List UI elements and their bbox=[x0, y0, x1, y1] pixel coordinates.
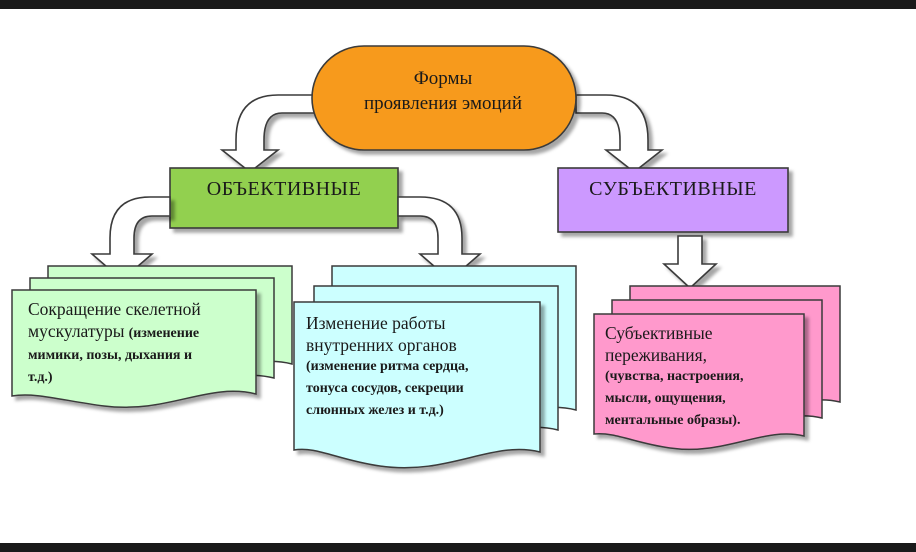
doc-stack-muscle bbox=[11, 265, 293, 408]
doc-experience-line5: ментальные образы). bbox=[605, 413, 741, 428]
subjective-label: СУБЪЕКТИВНЫЕ bbox=[589, 178, 757, 200]
doc-experience-text: Субъективные переживания, (чувства, наст… bbox=[605, 322, 805, 432]
root-title: Формы bbox=[413, 68, 473, 89]
doc-experience-line1: Субъективные bbox=[605, 323, 713, 343]
root-label: Формы проявления эмоций bbox=[318, 66, 568, 116]
arrow-root-to-subjective bbox=[575, 94, 665, 174]
doc-experience-line2: переживания, bbox=[605, 345, 708, 365]
arrow-root-to-objective bbox=[219, 94, 319, 174]
doc-organs-text: Изменение работы внутренних органов (изм… bbox=[306, 312, 538, 422]
arrow-subjective-to-experience bbox=[661, 235, 719, 290]
doc-stack-experience bbox=[593, 285, 841, 451]
doc-muscle-line4: т.д.) bbox=[28, 370, 53, 385]
doc-stack-organs bbox=[293, 265, 577, 469]
doc-organs-line4: тонуса сосудов, секреции bbox=[306, 381, 464, 396]
objective-label: ОБЪЕКТИВНЫЕ bbox=[206, 178, 362, 200]
doc-organs-line1: Изменение работы bbox=[306, 313, 446, 333]
doc-organs-line3: (изменение ритма сердца, bbox=[306, 359, 469, 374]
doc-organs-line2: внутренних органов bbox=[306, 335, 457, 355]
doc-experience-line4: мысли, ощущения, bbox=[605, 391, 726, 406]
bottom-border bbox=[0, 543, 916, 552]
doc-muscle-line2: мускулатуры bbox=[28, 321, 125, 341]
doc-muscle-line2-detail: (изменение bbox=[128, 326, 200, 341]
root-box bbox=[311, 45, 577, 151]
doc-muscle-text: Сокращение скелетной мускулатуры (измене… bbox=[28, 298, 258, 389]
doc-muscle-line3: мимики, позы, дыхания и bbox=[28, 348, 193, 363]
doc-muscle-line1: Сокращение скелетной bbox=[28, 299, 201, 319]
top-border bbox=[0, 0, 916, 9]
doc-muscle-line2-wrap: мускулатуры (изменение bbox=[28, 320, 258, 345]
subjective-box bbox=[557, 167, 789, 233]
doc-organs-line5: слюнных желез и т.д.) bbox=[306, 403, 444, 418]
root-subtitle: проявления эмоций bbox=[363, 93, 523, 114]
doc-experience-line3: (чувства, настроения, bbox=[605, 369, 744, 384]
